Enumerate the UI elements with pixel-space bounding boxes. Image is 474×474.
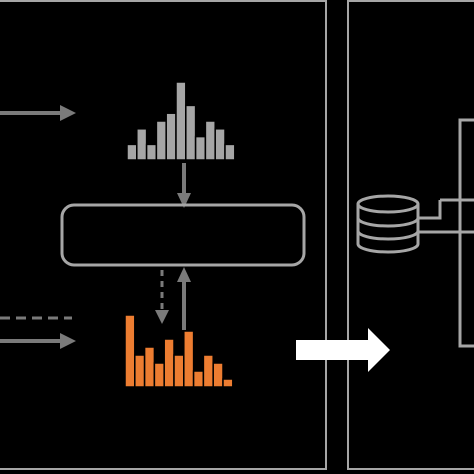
arrow-hist-to-box: [177, 163, 191, 208]
right-panel: [347, 0, 474, 470]
gray-histogram-bar-3: [145, 143, 158, 161]
orange-histogram: [124, 314, 234, 388]
dashed-arrow-down: [155, 270, 169, 324]
gray-histogram-bar-1: [126, 143, 138, 161]
gray-histogram-bar-2: [136, 128, 148, 161]
orange-histogram-bar-9: [202, 354, 214, 388]
orange-histogram-bar-7: [183, 330, 195, 388]
gray-histogram-bar-11: [224, 143, 236, 161]
database-icon: [356, 194, 420, 254]
orange-histogram-bar-4: [153, 362, 165, 388]
gray-histogram-bar-7: [185, 104, 197, 161]
right-arrow-white-icon: [296, 328, 390, 372]
gray-histogram-bar-5: [165, 112, 177, 161]
orange-histogram-bar-5: [163, 338, 175, 388]
database-connectors: [418, 198, 474, 234]
orange-histogram-bar-10: [212, 362, 224, 388]
orange-histogram-bar-11: [222, 378, 234, 388]
gray-histogram-bar-9: [204, 120, 216, 161]
process-box: [60, 203, 306, 267]
incoming-arrow-bottom: [0, 333, 76, 349]
orange-histogram-bar-8: [192, 370, 205, 388]
gray-histogram-bar-6: [175, 81, 187, 161]
solid-arrow-up: [177, 267, 191, 330]
gray-histogram-bar-8: [194, 135, 207, 161]
orange-histogram-bar-1: [124, 314, 136, 388]
gray-histogram-bar-4: [155, 120, 167, 161]
gray-histogram-bar-10: [214, 128, 226, 161]
orange-histogram-bar-6: [173, 354, 185, 388]
orange-histogram-bar-2: [134, 354, 146, 388]
incoming-arrow-top: [0, 105, 76, 121]
right-bracket: [458, 118, 474, 348]
gray-histogram: [126, 81, 236, 161]
left-panel: [0, 0, 327, 470]
orange-histogram-bar-3: [143, 346, 156, 388]
